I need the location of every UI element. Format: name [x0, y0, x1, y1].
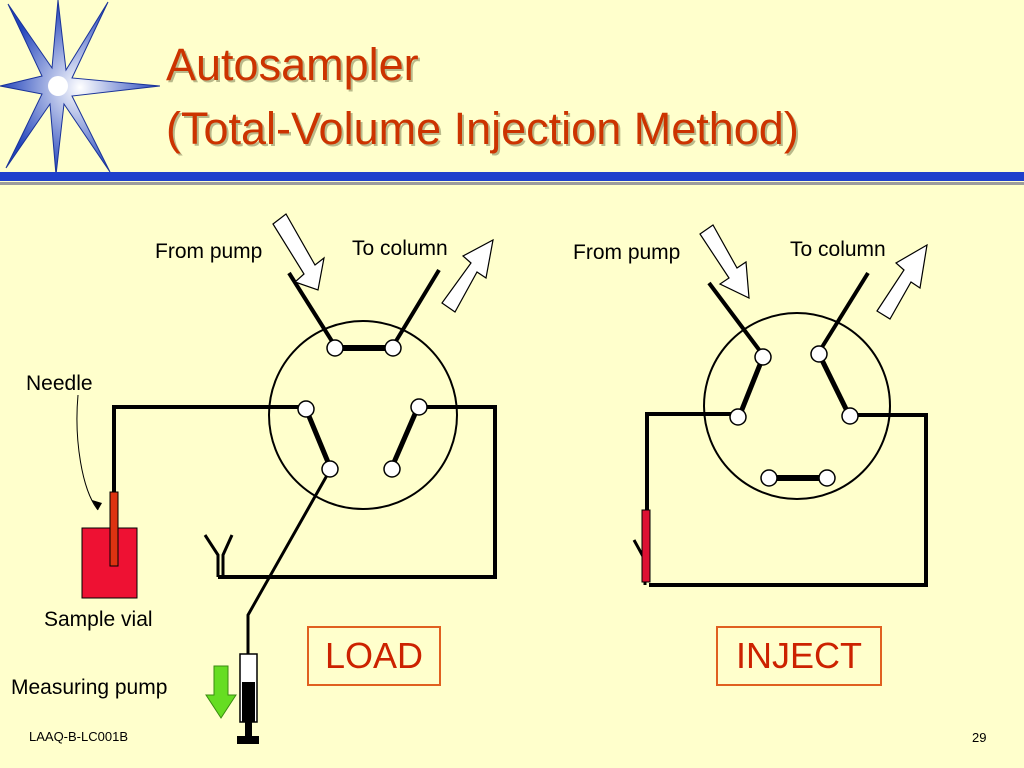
load-port-3: [297, 400, 315, 418]
flow-out-arrow-icon: [441, 238, 494, 313]
page-number: 29: [972, 730, 987, 745]
needle: [109, 491, 119, 567]
inject-port-4: [841, 407, 859, 425]
title-divider-shadow: [0, 182, 1024, 185]
inject-port-2: [810, 345, 828, 363]
inject-from-pump-label: From pump: [573, 241, 681, 264]
footer-code: LAAQ-B-LC001B: [29, 729, 128, 744]
page-title: Autosampler: [166, 39, 419, 90]
load-port-5: [321, 460, 339, 478]
inject-to-column-label: To column: [790, 238, 886, 261]
load-diagram: [112, 268, 497, 655]
inject-port-3: [729, 408, 747, 426]
title-divider: [0, 172, 1024, 181]
load-port-6: [383, 460, 401, 478]
inject-needle: [641, 509, 651, 583]
star-logo-icon: [0, 0, 160, 175]
inject-port-1: [754, 348, 772, 366]
inject-mode-badge: INJECT: [716, 626, 882, 686]
measuring-pump-label: Measuring pump: [11, 676, 168, 699]
load-from-pump-label: From pump: [155, 240, 263, 263]
down-arrow-icon: [205, 665, 237, 719]
inject-valve-body: [703, 312, 891, 500]
load-port-4: [410, 398, 428, 416]
load-port-1: [326, 339, 344, 357]
page-subtitle: (Total-Volume Injection Method): [166, 103, 799, 154]
inject-diagram: [632, 271, 928, 587]
flow-in-arrow-icon: [272, 213, 325, 291]
needle-label: Needle: [26, 372, 93, 395]
inject-port-6: [818, 469, 836, 487]
load-valve-body: [268, 320, 458, 510]
flow-out-arrow-icon: [876, 243, 928, 320]
sample-vial-label: Sample vial: [44, 608, 153, 631]
inject-port-5: [760, 469, 778, 487]
load-mode-badge: LOAD: [307, 626, 441, 686]
load-port-2: [384, 339, 402, 357]
load-to-column-label: To column: [352, 237, 448, 260]
flow-in-arrow-icon: [699, 224, 750, 299]
